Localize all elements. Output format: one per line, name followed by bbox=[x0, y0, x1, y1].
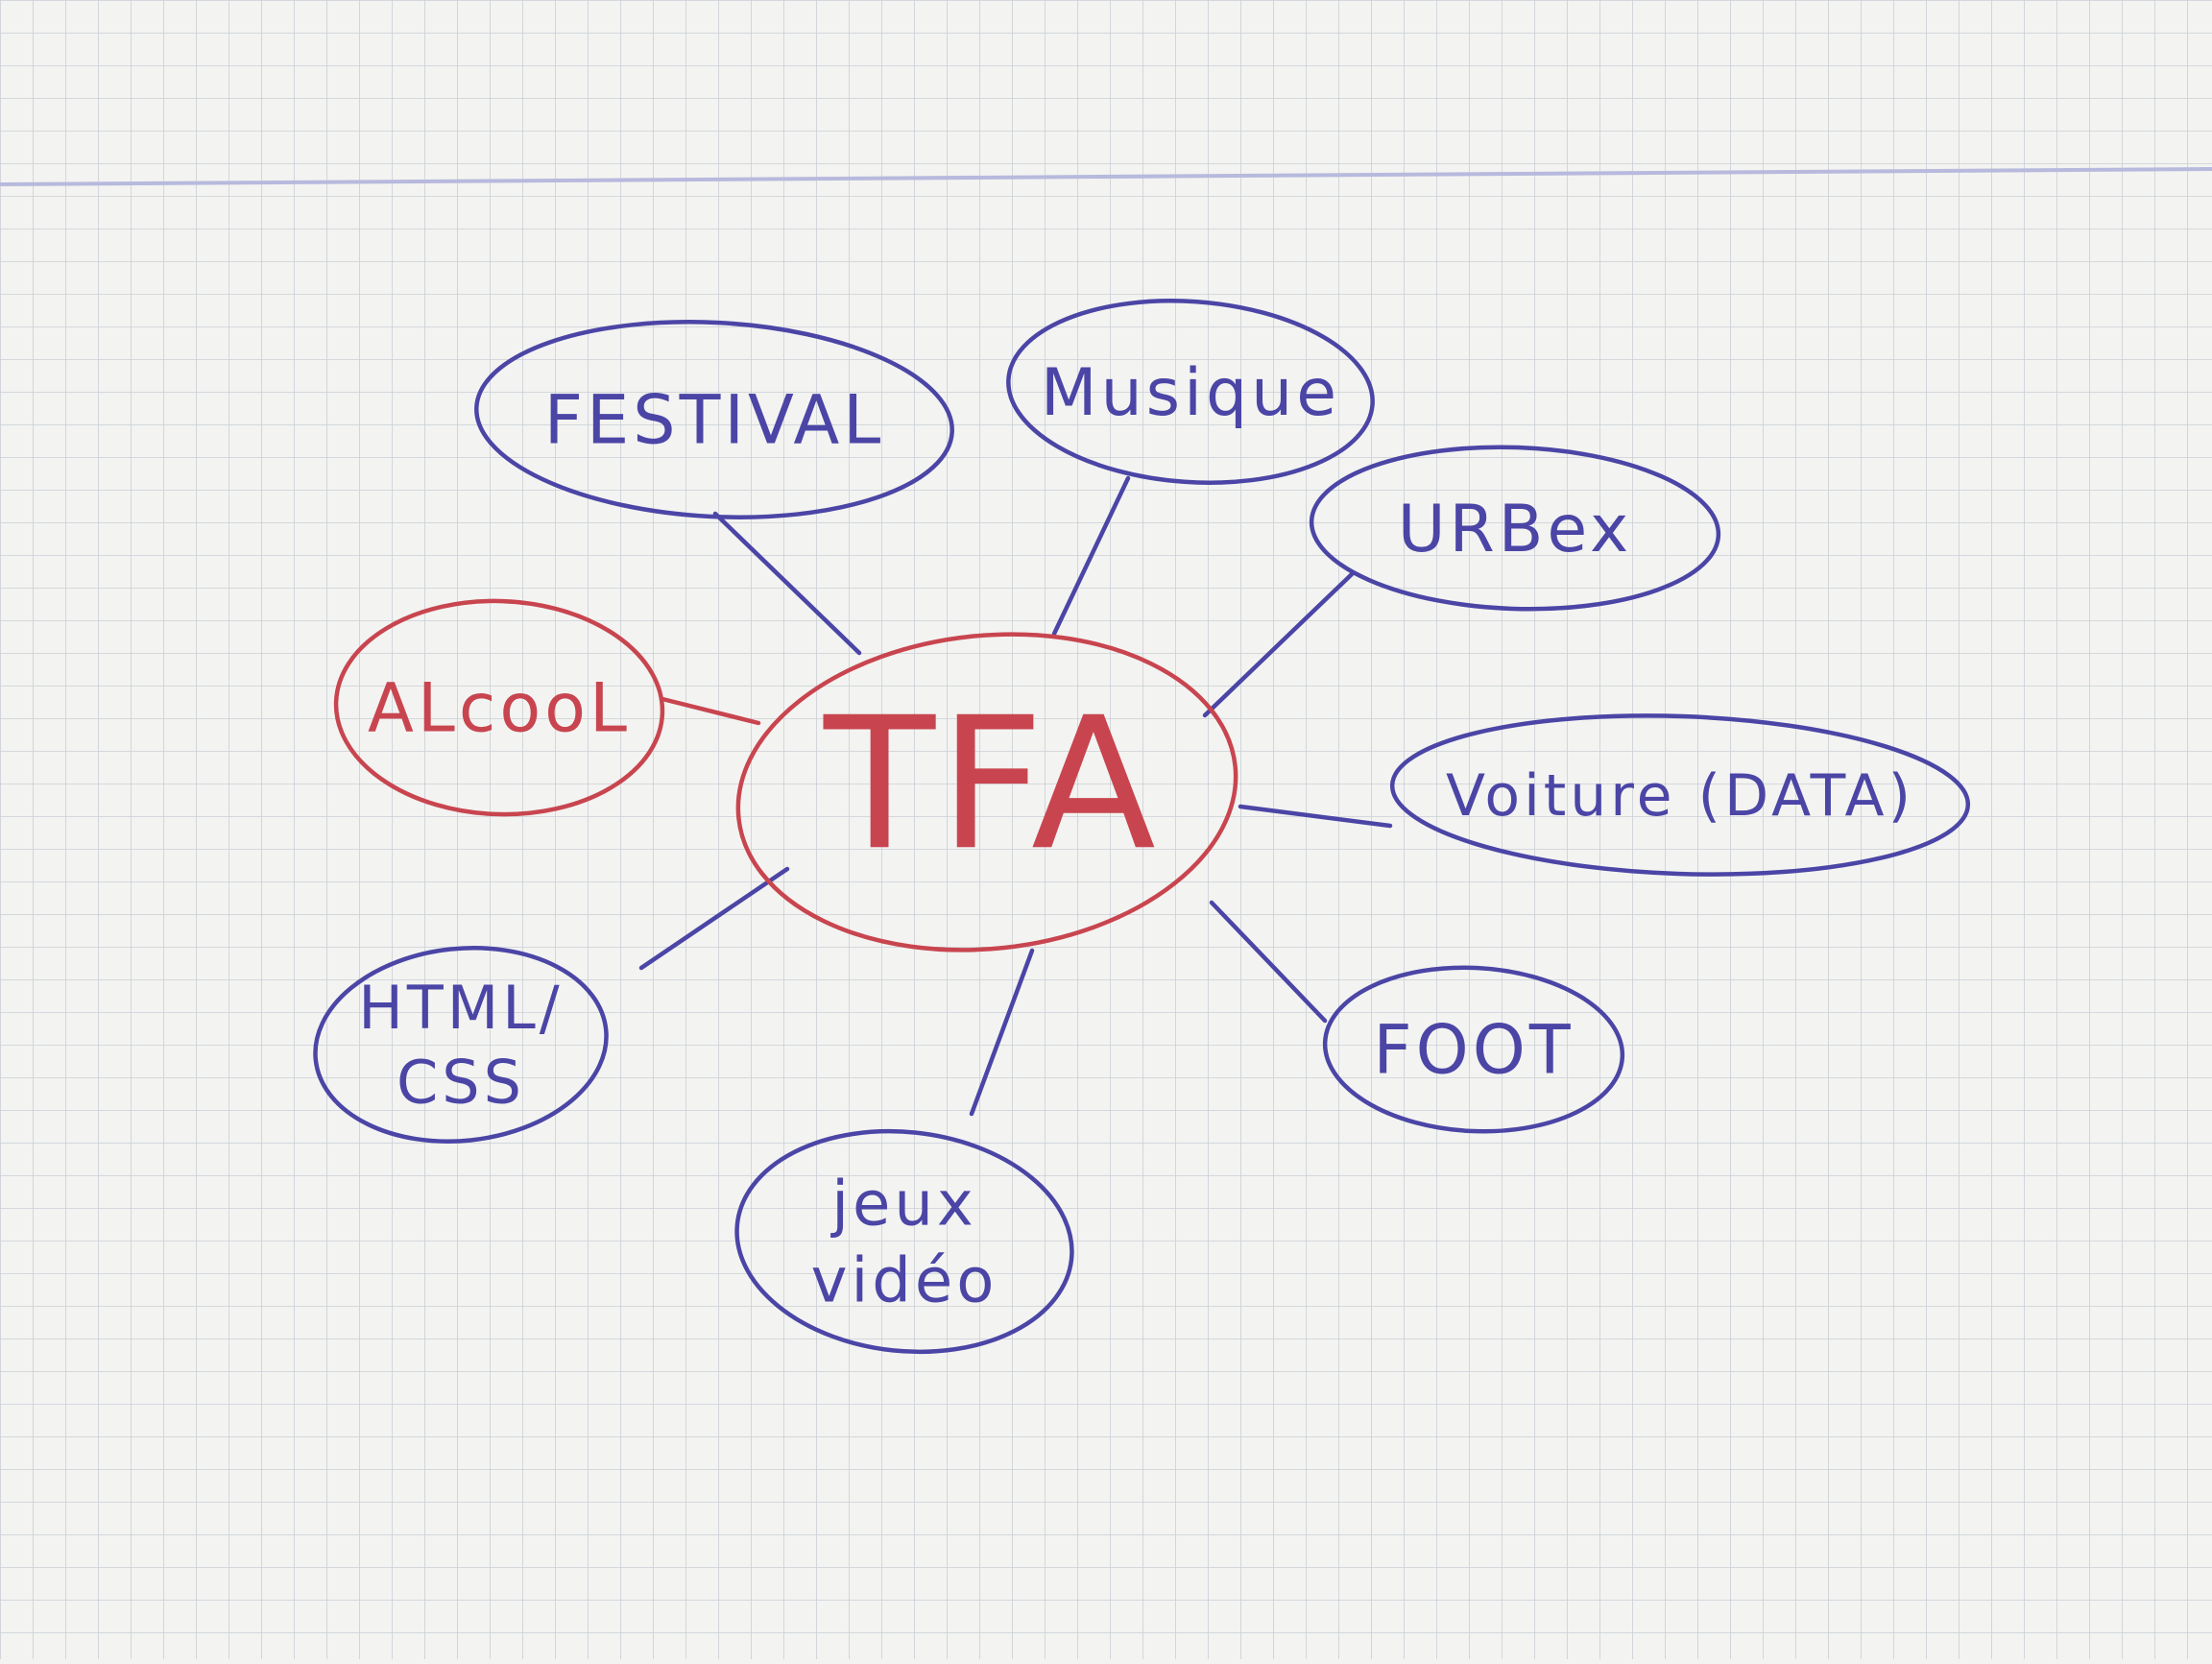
node-musique-label: Musique bbox=[1041, 355, 1340, 431]
node-alcool-bubble bbox=[333, 598, 665, 817]
node-musique: Musique bbox=[1006, 299, 1375, 485]
node-voiture-label: Voiture (DATA) bbox=[1446, 762, 1914, 830]
connector-festival bbox=[712, 511, 862, 656]
node-urbex-bubble bbox=[1309, 445, 1721, 612]
node-festival: FESTIVAL bbox=[474, 320, 954, 519]
node-html-css: HTML/CSS bbox=[313, 946, 609, 1144]
node-foot: FOOT bbox=[1322, 965, 1625, 1134]
node-foot-bubble bbox=[1322, 965, 1625, 1134]
connector-jeux-video bbox=[969, 948, 1035, 1117]
node-alcool: ALcooL bbox=[333, 598, 665, 817]
connector-musique bbox=[1051, 475, 1131, 637]
node-voiture: Voiture (DATA) bbox=[1389, 713, 1971, 877]
center-node-label: TFA bbox=[823, 678, 1160, 890]
node-musique-bubble bbox=[1006, 299, 1375, 485]
connector-voiture bbox=[1238, 804, 1393, 829]
center-node: TFA bbox=[735, 632, 1238, 953]
connector-alcool bbox=[660, 696, 761, 726]
connector-foot bbox=[1209, 900, 1328, 1024]
node-foot-label: FOOT bbox=[1373, 1011, 1574, 1090]
node-html-css-bubble bbox=[313, 946, 609, 1144]
node-html-css-label: HTML/CSS bbox=[358, 973, 563, 1118]
node-urbex: URBex bbox=[1309, 445, 1721, 612]
node-voiture-bubble bbox=[1389, 713, 1971, 877]
node-alcool-label: ALcooL bbox=[368, 669, 631, 748]
margin-line bbox=[0, 167, 2212, 186]
node-urbex-label: URBex bbox=[1398, 492, 1633, 567]
connector-urbex bbox=[1202, 571, 1355, 718]
connector-html-css bbox=[638, 866, 790, 971]
node-jeux-video-bubble bbox=[734, 1128, 1074, 1355]
center-node-bubble bbox=[735, 632, 1238, 953]
node-festival-bubble bbox=[474, 320, 954, 519]
node-festival-label: FESTIVAL bbox=[544, 381, 885, 460]
